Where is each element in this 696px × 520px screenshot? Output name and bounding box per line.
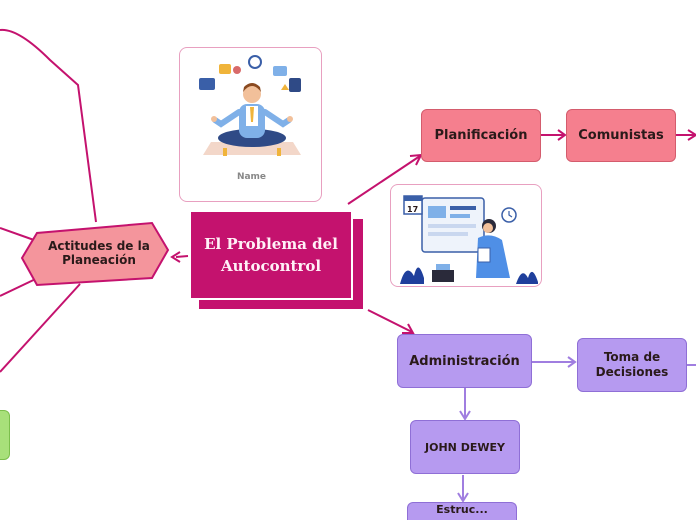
node-green-partial[interactable] (0, 410, 10, 460)
arrow-toma (567, 356, 577, 368)
arrow-comunistas (557, 129, 567, 141)
image-card-office[interactable]: 17 (390, 184, 542, 287)
arrow-actitudes (170, 251, 181, 263)
node-toma-decisiones[interactable]: Toma de Decisiones (577, 338, 687, 392)
image-caption: Name (236, 172, 267, 182)
node-central[interactable]: El Problema del Autocontrol (189, 210, 353, 300)
arrow-bottom (457, 492, 469, 503)
meditation-illustration-icon (199, 55, 301, 156)
node-bottom-partial[interactable]: Estruc... (407, 502, 517, 520)
node-administracion[interactable]: Administración (397, 334, 532, 388)
connector-left-1 (0, 227, 35, 241)
arrow-dewey (459, 410, 471, 421)
node-planificacion[interactable]: Planificación (421, 109, 541, 162)
connector-top-left (0, 28, 97, 223)
connector-central-actitudes (175, 255, 189, 258)
node-actitudes-label[interactable]: Actitudes de la Planeación (48, 239, 150, 267)
connector-central-administracion (367, 309, 413, 333)
actitudes-shape[interactable] (20, 221, 170, 287)
office-worker-illustration-icon: 17 (400, 195, 538, 284)
node-john-dewey[interactable]: JOHN DEWEY (410, 420, 520, 474)
connector-left-3 (0, 283, 81, 373)
arrow-administracion (402, 323, 415, 334)
connector-central-planificacion (347, 155, 421, 205)
node-comunistas[interactable]: Comunistas (566, 109, 676, 162)
svg-text:17: 17 (407, 205, 418, 214)
arrow-right (687, 129, 696, 141)
image-card-meditation[interactable]: Name (179, 47, 322, 202)
